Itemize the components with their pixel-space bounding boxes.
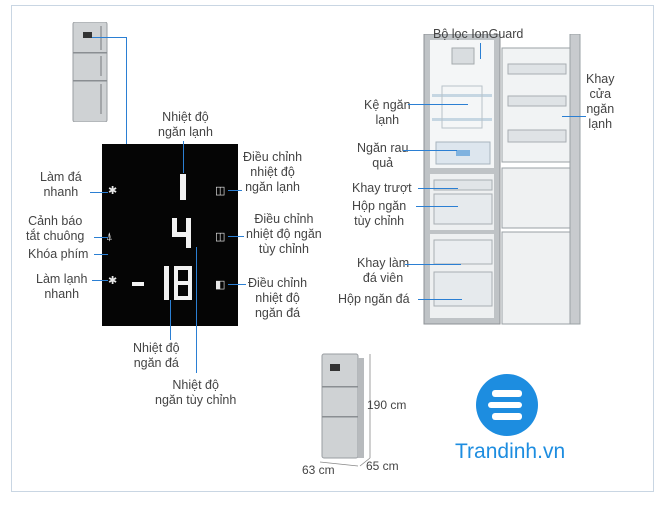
leader-line [92, 37, 126, 38]
label-hop-ngan-da: Hộp ngăn đá [338, 292, 410, 306]
label-dieu-chinh-ngan-da: Điều chỉnh nhiệt độ ngăn đá [248, 276, 308, 320]
control-panel: ✱ ⍋ ✱ ◫ ◫ ◧ [102, 144, 238, 326]
freezer-adjust-icon[interactable]: ◧ [215, 279, 226, 291]
leader-line [562, 116, 586, 117]
label-dieu-chinh-tuy-chinh: Điều chỉnh nhiệt độ ngăn tùy chỉnh [246, 212, 322, 256]
fridge-thumbnail [72, 22, 108, 122]
label-lam-lanh-nhanh: Làm lạnh nhanh [36, 272, 88, 301]
leader-line [228, 190, 242, 191]
snowflake-icon[interactable]: ✱ [108, 185, 118, 197]
leader-line [90, 192, 108, 193]
leader-line [480, 43, 481, 59]
leader-line [196, 247, 197, 373]
fridge-dimension-illustration [319, 353, 371, 467]
brand-logo-text: Trandinh.vn [455, 440, 566, 463]
label-khay-lam-da: Khay làm đá viên [357, 256, 410, 285]
leader-line [403, 150, 457, 151]
leader-line [228, 236, 244, 237]
leader-line [170, 300, 171, 340]
leader-line [94, 237, 108, 238]
leader-line [418, 299, 462, 300]
label-lam-da-nhanh: Làm đá nhanh [40, 170, 82, 199]
open-fridge-illustration [423, 34, 581, 325]
label-khay-truot: Khay trượt [352, 181, 412, 195]
label-khay-cua: Khay cửa ngăn lạnh [586, 72, 615, 131]
label-nhiet-do-tuy-chinh: Nhiệt độ ngăn tùy chỉnh [155, 378, 237, 407]
label-ke-ngan-lanh: Kệ ngăn lạnh [364, 98, 411, 127]
label-ngan-rau-qua: Ngăn rau quả [357, 141, 409, 170]
label-khoa-phim: Khóa phím [28, 247, 89, 261]
label-nhiet-do-ngan-da: Nhiệt độ ngăn đá [133, 341, 180, 370]
leader-line [405, 264, 461, 265]
leader-line [94, 254, 108, 255]
bell-icon[interactable]: ⍋ [106, 231, 113, 243]
leader-line [408, 104, 468, 105]
label-canh-bao: Cảnh báo tắt chuông [26, 214, 85, 243]
dimension-width: 63 cm [302, 463, 335, 477]
brand-logo-icon [476, 374, 538, 436]
diagram-frame [11, 5, 654, 492]
display-digits [132, 174, 192, 300]
leader-line [228, 284, 246, 285]
label-dieu-chinh-ngan-lanh: Điều chỉnh nhiệt độ ngăn lạnh [243, 150, 303, 194]
leader-line [126, 37, 127, 144]
leader-line [416, 206, 458, 207]
leader-line [418, 188, 458, 189]
label-ionguard: Bộ lọc IonGuard [433, 27, 524, 41]
snowflake-icon[interactable]: ✱ [108, 275, 118, 287]
fridge-adjust-icon[interactable]: ◫ [215, 185, 226, 197]
leader-line [92, 280, 108, 281]
label-hop-ngan-tuy-chinh: Hộp ngăn tùy chỉnh [352, 199, 407, 228]
label-nhiet-do-ngan-lanh: Nhiệt độ ngăn lạnh [158, 110, 213, 139]
dimension-depth: 65 cm [366, 459, 399, 473]
leader-line [183, 141, 184, 173]
custom-adjust-icon[interactable]: ◫ [215, 231, 226, 243]
dimension-height: 190 cm [367, 398, 407, 412]
